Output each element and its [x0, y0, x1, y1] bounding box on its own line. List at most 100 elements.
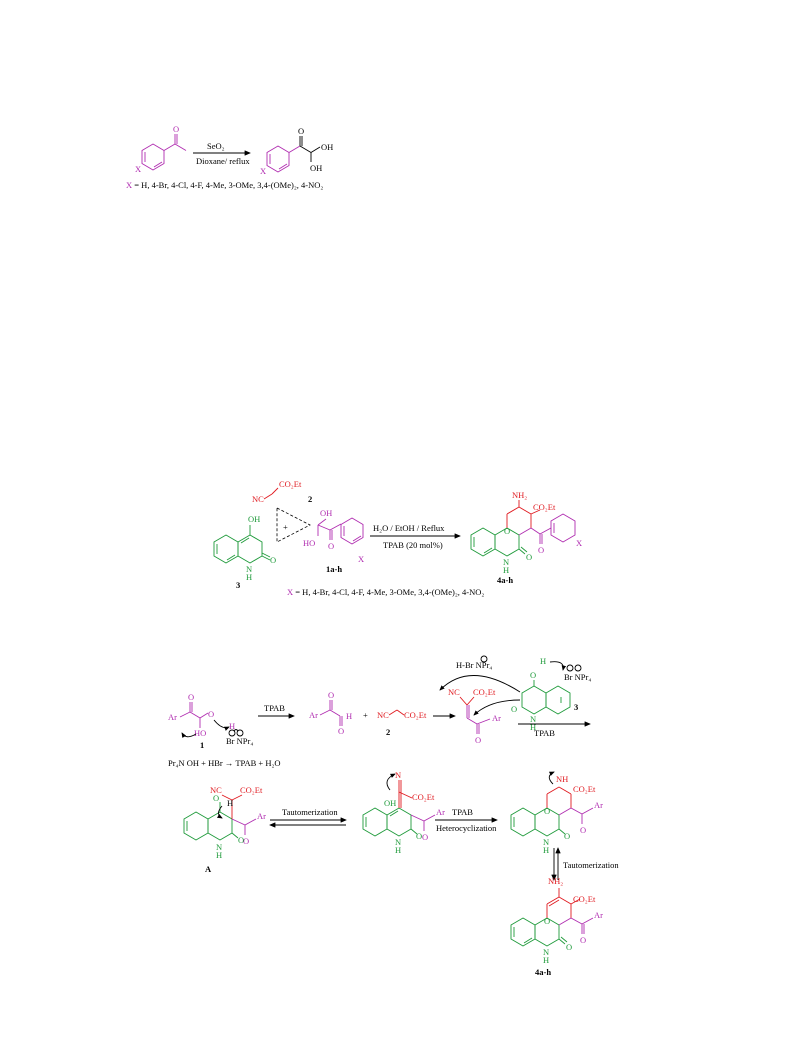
- compound-2-label: 2: [308, 494, 312, 504]
- product-label: 4a-h: [497, 575, 513, 585]
- ho-1: HO: [194, 728, 206, 738]
- ar-1: Ar: [168, 712, 177, 722]
- compound-1-mech: 1: [200, 740, 204, 750]
- o-c3: O: [564, 831, 570, 841]
- o-2b: O: [338, 726, 344, 736]
- oh-b: OH: [384, 798, 396, 808]
- heterocyclization-label: Heterocyclization: [436, 823, 497, 833]
- keto-o: O: [328, 541, 334, 551]
- o-d2: O: [580, 935, 586, 945]
- ar-a: Ar: [257, 811, 266, 821]
- hydroxyl-a: OH: [320, 508, 332, 518]
- ester-product-label: CO₂Et: [533, 502, 556, 512]
- arrow2-catalyst: TPAB (20 mol%): [383, 540, 443, 550]
- nh-c: NH: [556, 774, 568, 784]
- mechanism-knoevenagel: H-Br NPr₄ NC CO₂Et O Ar: [439, 655, 521, 745]
- n-d: N: [543, 947, 549, 957]
- o-d: O: [544, 916, 550, 926]
- o-b2: O: [416, 831, 422, 841]
- product-nh: H: [503, 565, 509, 575]
- n-a: N: [216, 842, 222, 852]
- o-knoev: O: [475, 735, 481, 745]
- amino-label: NH₂: [512, 490, 527, 500]
- nitrogen-label: N: [246, 564, 252, 574]
- br-npr4-2: Br NPr₄: [564, 672, 591, 682]
- x-substituent-right: X: [260, 166, 266, 176]
- h-quin: H: [540, 656, 546, 666]
- pyranoquinolinone-product: NH₂ CO₂Et O O X N H O 4a-h: [470, 490, 582, 585]
- o-quin: O: [511, 704, 517, 714]
- ar-b: Ar: [436, 807, 445, 817]
- compound-3-label: 3: [236, 580, 240, 590]
- pyran-o: O: [504, 526, 510, 536]
- o-c: O: [544, 806, 550, 816]
- arylglyoxal-hydrate: OH HO O X 1a-h: [303, 508, 364, 574]
- arylglyoxal-structure: O OH OH X: [260, 126, 333, 176]
- nitrile-label: NC: [252, 494, 264, 504]
- ar-c: Ar: [594, 800, 603, 810]
- n-quin: N: [530, 714, 536, 724]
- nc-a: NC: [210, 785, 222, 795]
- hydroxyquinolinone: OH N H O 3: [213, 514, 276, 590]
- enol-oh: OH: [248, 514, 260, 524]
- ethyl-cyanoacetate: NC CO₂Et 2: [252, 479, 312, 504]
- mech-plus: +: [363, 710, 368, 720]
- mech-arrow-4-label: TPAB: [452, 807, 473, 817]
- substituent-list-1: X = H, 4-Br, 4-Cl, 4-F, 4-Me, 3-OMe, 3,4…: [126, 180, 323, 190]
- arrow1-conditions: Dioxane/ reflux: [196, 156, 250, 166]
- n-b: N: [395, 770, 401, 780]
- aroyl-o: O: [538, 545, 544, 555]
- co2et-d: CO₂Et: [573, 894, 596, 904]
- substituent-list-2: X = H, 4-Br, 4-Cl, 4-F, 4-Me, 3-OMe, 3,4…: [287, 587, 484, 597]
- ar-2: Ar: [309, 710, 318, 720]
- o-2: O: [328, 690, 334, 700]
- o-a3: O: [238, 835, 244, 845]
- mechanism-quinolinone: H O Br NPr₄ N H O 3: [511, 656, 591, 732]
- scheme2: NC CO₂Et 2 + OH HO O X 1a-h: [213, 479, 582, 597]
- intermediate-a: NC CO₂Et O H Ar O N H O A: [183, 785, 266, 874]
- o-a2: O: [243, 836, 249, 846]
- h-d: H: [543, 955, 549, 965]
- carbonyl-o-left: O: [173, 124, 179, 134]
- o-b: O: [422, 832, 428, 842]
- n-c: N: [543, 837, 549, 847]
- mech-arrow-1-label: TPAB: [264, 703, 285, 713]
- mechanism-hydrate: Ar O O H HO 1 Br NPr₄: [168, 692, 253, 750]
- intermediate-b: N CO₂Et OH Ar O N H O: [362, 770, 445, 855]
- intermediate-c: NH CO₂Et O Ar O N H O: [510, 771, 603, 855]
- product-n: N: [503, 557, 509, 567]
- x-substituent-left: X: [135, 164, 141, 174]
- arrow2-conditions: H₂O / EtOH / Reflux: [373, 523, 445, 533]
- nc-knoev: NC: [448, 687, 460, 697]
- carbonyl-o-right: O: [298, 126, 304, 136]
- hydroxyl-1: OH: [321, 142, 333, 152]
- o-1: O: [188, 692, 194, 702]
- final-product-label: 4a-h: [535, 967, 551, 977]
- co2et-knoev: CO₂Et: [473, 687, 496, 697]
- tautomerization-label-1: Tautomerization: [282, 807, 338, 817]
- x-substituent-reagent: X: [358, 554, 364, 564]
- plus-sign: +: [283, 522, 288, 532]
- intermediate-a-label: A: [205, 864, 212, 874]
- o-c2: O: [580, 825, 586, 835]
- hydroxyl-2: OH: [310, 163, 322, 173]
- nc-2: NC: [377, 710, 389, 720]
- hydroxyl-b: HO: [303, 538, 315, 548]
- mechanism: Ar O O H HO 1 Br NPr₄ TPAB Ar: [168, 655, 619, 977]
- nh-label: H: [246, 572, 252, 582]
- co2et-b: CO₂Et: [412, 792, 435, 802]
- o-d3: O: [566, 942, 572, 952]
- acetophenone-structure: O X: [135, 124, 187, 174]
- h-n-quin: H: [530, 722, 536, 732]
- hbr-npr4: H-Br NPr₄: [456, 660, 492, 670]
- mech-arrow-3-label: TPAB: [534, 728, 555, 738]
- x-substituent-product: X: [576, 538, 582, 548]
- ar-d: Ar: [594, 910, 603, 920]
- ester-label: CO₂Et: [279, 479, 302, 489]
- tpab-ion-1: Br NPr₄: [226, 736, 253, 746]
- h-b: H: [395, 845, 401, 855]
- mechanism-cyanoacetate: NC CO₂Et 2: [377, 709, 427, 737]
- arrow1-reagent: SeO₂: [207, 141, 225, 151]
- compound-1-label: 1a-h: [326, 564, 342, 574]
